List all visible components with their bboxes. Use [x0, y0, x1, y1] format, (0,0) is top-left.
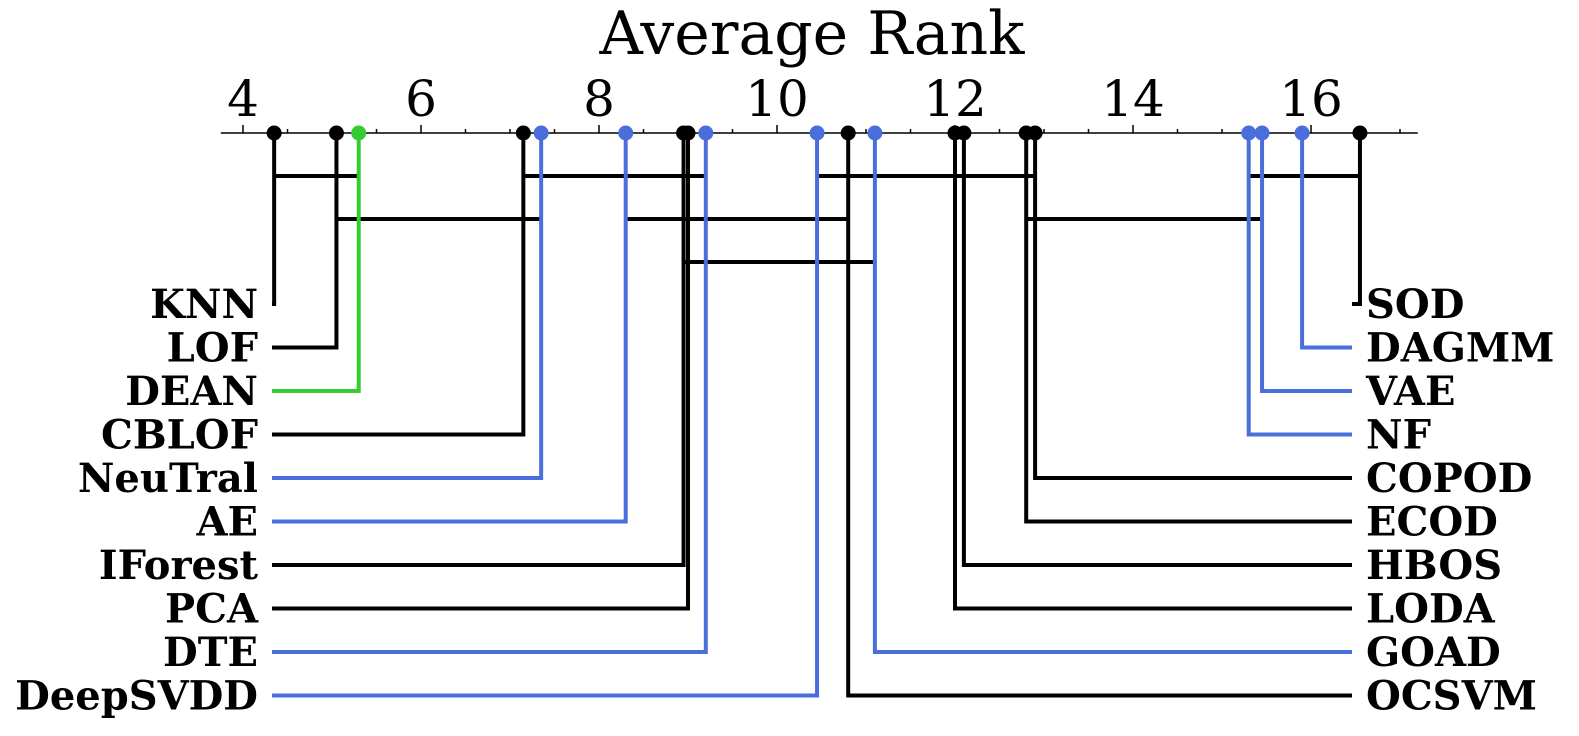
method-line-right — [1246, 133, 1352, 437]
method-label-right: HBOS — [1366, 542, 1502, 589]
method-line-left — [272, 133, 708, 654]
method-label-right: COPOD — [1366, 455, 1532, 502]
method-line-left — [272, 133, 686, 567]
method-label-left: IForest — [99, 542, 259, 589]
rank-marker — [515, 125, 531, 141]
method-label-right: GOAD — [1366, 629, 1501, 676]
rank-marker — [680, 125, 696, 141]
method-line-right — [1033, 133, 1352, 480]
chart-title: Average Rank — [598, 0, 1025, 69]
method-label-left: DEAN — [125, 368, 258, 415]
method-line-right — [1024, 133, 1352, 524]
method-line-right — [961, 133, 1352, 567]
rank-marker — [533, 125, 549, 141]
method-label-right: ECOD — [1366, 499, 1498, 546]
rank-marker — [328, 125, 344, 141]
method-label-left: KNN — [150, 281, 258, 328]
method-label-right: OCSVM — [1366, 673, 1537, 720]
rank-marker — [698, 125, 714, 141]
method-label-right: DAGMM — [1366, 325, 1554, 372]
tick-label: 6 — [405, 70, 437, 128]
tick-label: 10 — [745, 70, 809, 128]
rank-marker — [1018, 125, 1034, 141]
method-line-right — [1300, 133, 1352, 350]
method-label-left: NeuTral — [78, 455, 258, 502]
tick-label: 8 — [583, 70, 615, 128]
rank-marker — [618, 125, 634, 141]
method-line-right — [846, 133, 1352, 698]
rank-marker — [1294, 125, 1310, 141]
rank-marker — [840, 125, 856, 141]
method-line-right — [1260, 133, 1352, 393]
method-line-left — [272, 133, 628, 524]
method-line-left — [272, 133, 526, 437]
rank-marker — [947, 125, 963, 141]
rank-marker — [1352, 125, 1368, 141]
tick-label: 4 — [227, 70, 259, 128]
method-line-right — [1352, 133, 1362, 306]
method-line-left — [272, 133, 690, 611]
rank-marker — [809, 125, 825, 141]
rank-marker — [266, 125, 282, 141]
rank-marker — [1241, 125, 1257, 141]
method-label-right: LODA — [1366, 586, 1496, 633]
rank-marker — [351, 125, 367, 141]
rank-marker — [1254, 125, 1270, 141]
method-label-left: CBLOF — [101, 412, 258, 459]
tick-label: 16 — [1279, 70, 1343, 128]
method-lines: KNNLOFDEANCBLOFNeuTralAEIForestPCADTEDee… — [15, 125, 1554, 720]
method-label-right: SOD — [1366, 281, 1464, 328]
method-label-left: AE — [195, 499, 258, 546]
method-line-left — [272, 133, 339, 350]
rank-axis: 4 6 8 10 12 14 16 — [220, 70, 1418, 134]
method-label-left: LOF — [167, 325, 258, 372]
method-line-left — [272, 133, 820, 698]
rank-marker — [867, 125, 883, 141]
tick-label: 14 — [1101, 70, 1165, 128]
tick-label: 12 — [923, 70, 987, 128]
method-label-left: PCA — [165, 586, 259, 633]
method-line-right — [953, 133, 1352, 611]
method-line-left — [272, 133, 277, 306]
clique-bars — [274, 174, 1360, 264]
method-label-right: VAE — [1365, 368, 1455, 415]
method-label-left: DTE — [163, 629, 258, 676]
method-line-left — [272, 133, 544, 480]
method-line-left — [272, 133, 361, 393]
method-label-right: NF — [1366, 412, 1431, 459]
method-line-right — [872, 133, 1352, 654]
method-label-left: DeepSVDD — [15, 673, 258, 720]
